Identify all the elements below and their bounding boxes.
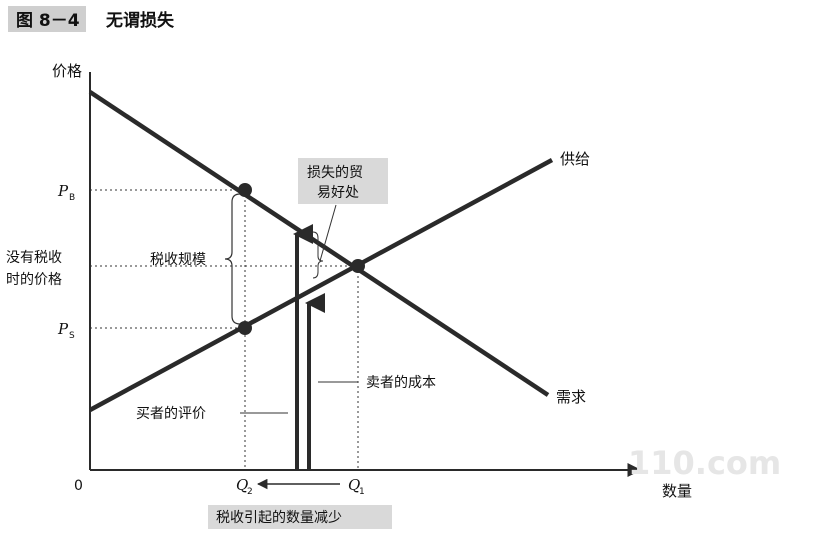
- lost-gains-label-2: 易好处: [317, 185, 359, 201]
- lost-gains-brace: [312, 231, 324, 279]
- seller-cost-label: 卖者的成本: [366, 375, 436, 391]
- q2-label: Q: [236, 476, 248, 494]
- q1-label: Q: [348, 476, 360, 494]
- seller-price-point: [238, 321, 252, 335]
- y-axis-label: 价格: [52, 62, 82, 80]
- supply-curve: [88, 158, 554, 412]
- supply-label: 供给: [560, 150, 590, 168]
- q2-subscript: 2: [247, 487, 253, 497]
- ps-subscript: S: [69, 331, 75, 341]
- tax-size-brace: [224, 193, 241, 325]
- lost-gains-box: [298, 158, 388, 204]
- figure-title: 无谓损失: [105, 10, 175, 31]
- figure-number-box: [8, 6, 86, 32]
- buyer-price-point: [238, 183, 252, 197]
- watermark: 110.com: [628, 444, 781, 482]
- demand-curve: [88, 90, 550, 397]
- origin-label: 0: [74, 478, 83, 494]
- pb-label: P: [57, 182, 69, 200]
- guide-lines: [90, 189, 359, 470]
- no-tax-price-label-2: 时的价格: [6, 272, 62, 288]
- pb-subscript: B: [69, 193, 75, 203]
- buyer-value-label: 买者的评价: [136, 406, 206, 422]
- lost-gains-label-1: 损失的贸: [307, 165, 363, 181]
- quantity-reduction-label: 税收引起的数量减少: [216, 510, 342, 526]
- quantity-reduction-box: [208, 505, 392, 529]
- no-tax-price-label-1: 没有税收: [6, 250, 62, 266]
- ps-label: P: [57, 320, 69, 338]
- lost-gains-pointer: [319, 204, 337, 262]
- demand-label: 需求: [556, 388, 586, 406]
- equilibrium-point: [351, 259, 365, 273]
- figure-number: 图 8－4: [16, 11, 80, 31]
- q1-subscript: 1: [359, 487, 365, 497]
- x-axis-label: 数量: [662, 482, 692, 500]
- tax-size-label: 税收规模: [150, 252, 206, 268]
